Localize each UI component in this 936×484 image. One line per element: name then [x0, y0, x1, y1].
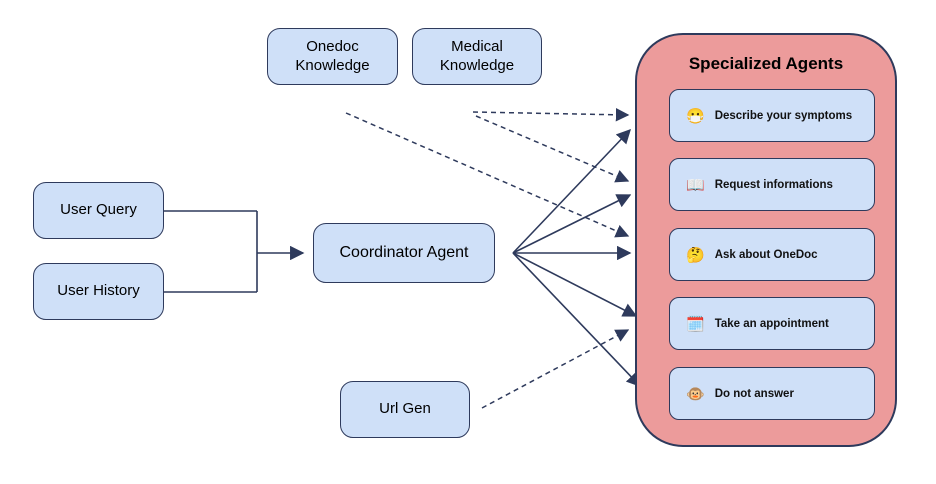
arrow-coordinator-noanswer — [512, 252, 641, 388]
node-onedoc-knowledge: Onedoc Knowledge — [267, 28, 398, 85]
node-user-query: User Query — [33, 182, 164, 239]
agent-box-do-not-answer: 🐵 Do not answer — [669, 367, 875, 420]
node-user-history: User History — [33, 263, 164, 320]
spiral-calendar-emoji: 🗓️ — [686, 315, 705, 333]
merge-connector — [164, 210, 258, 293]
dashed-urlgen-to-appointment — [481, 329, 630, 409]
node-medical-knowledge: Medical Knowledge — [412, 28, 542, 85]
agent-label: Describe your symptoms — [714, 109, 853, 122]
agent-label: Take an appointment — [714, 317, 829, 330]
specialized-agents-title: Specialized Agents — [688, 54, 844, 73]
arrow-coordinator-appointment — [512, 252, 638, 317]
medical-knowledge-label: Medical Knowledge — [439, 37, 515, 74]
specialized-agents-container: Specialized Agents 😷 Describe your sympt… — [635, 33, 897, 447]
dashed-onedoc-to-askonedoc — [345, 112, 630, 238]
arrow-coordinator-informations — [512, 194, 632, 254]
node-url-gen: Url Gen — [340, 381, 470, 438]
agent-label: Ask about OneDoc — [714, 248, 818, 261]
user-query-label: User Query — [60, 201, 137, 219]
agent-box-request-informations: 📖 Request informations — [669, 158, 875, 211]
user-history-label: User History — [57, 282, 140, 300]
dashed-medical-to-informations — [475, 115, 630, 183]
arrow-coordinator-symptoms — [512, 128, 631, 254]
face-with-medical-mask-emoji: 😷 — [686, 107, 705, 125]
agent-label: Request informations — [714, 178, 833, 191]
url-gen-label: Url Gen — [379, 400, 431, 418]
agent-box-take-appointment: 🗓️ Take an appointment — [669, 297, 875, 350]
agent-box-describe-symptoms: 😷 Describe your symptoms — [669, 89, 875, 142]
node-coordinator-agent: Coordinator Agent — [313, 223, 495, 283]
agent-box-ask-about-onedoc: 🤔 Ask about OneDoc — [669, 228, 875, 281]
thinking-face-emoji: 🤔 — [686, 246, 705, 264]
coordinator-agent-label: Coordinator Agent — [339, 244, 469, 261]
monkey-face-emoji: 🐵 — [686, 385, 705, 403]
onedoc-knowledge-label: Onedoc Knowledge — [295, 37, 370, 74]
open-book-emoji: 📖 — [686, 176, 705, 194]
dashed-medical-to-symptoms — [472, 108, 630, 122]
agent-label: Do not answer — [714, 387, 794, 400]
